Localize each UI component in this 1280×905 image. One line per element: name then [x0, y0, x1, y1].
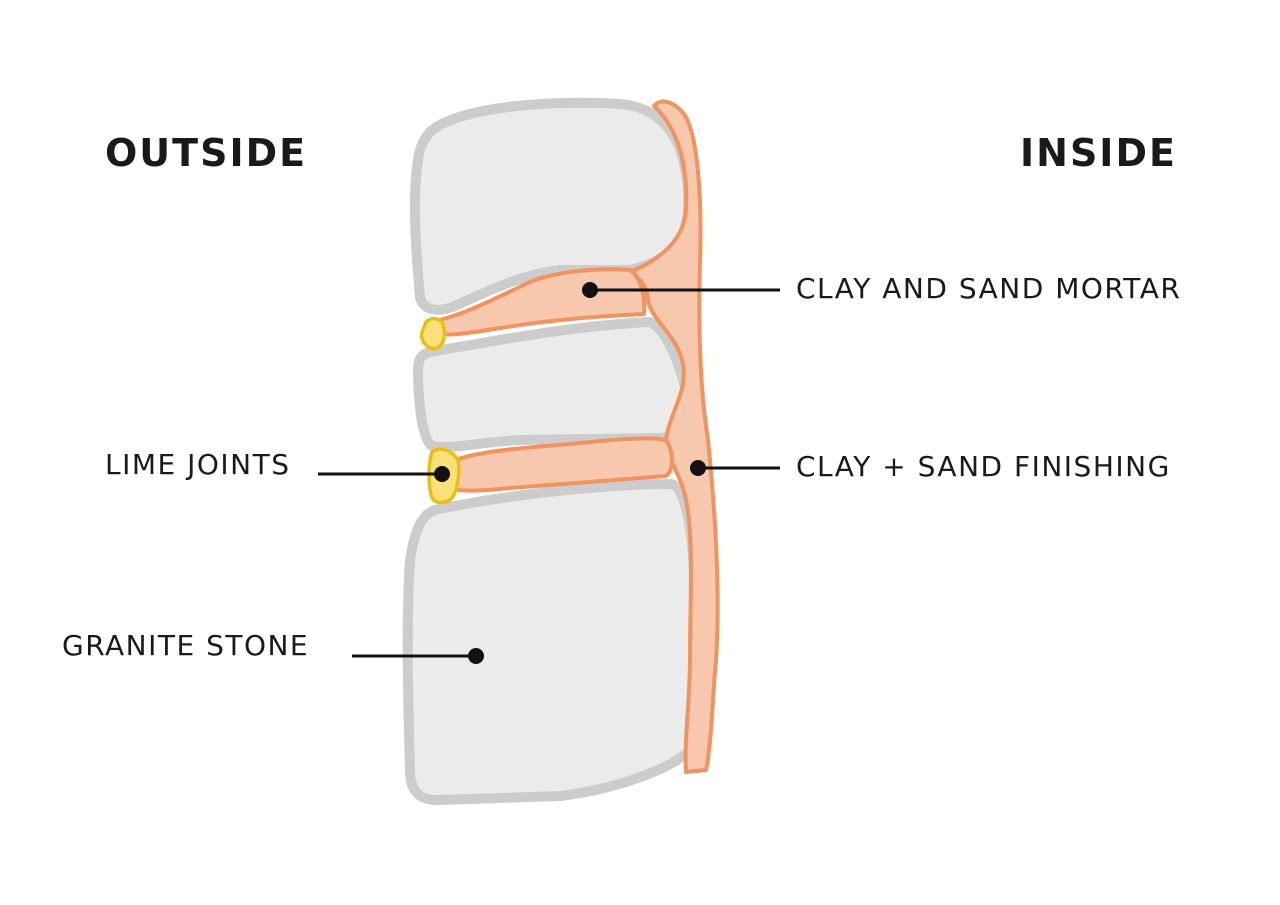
outside-label: OUTSIDE: [105, 131, 307, 175]
clay-sand-finishing-marker: [690, 460, 706, 476]
clay-sand-mortar-label: CLAY AND SAND MORTAR: [796, 272, 1181, 305]
granite-stone-bottom: [402, 479, 700, 806]
granite-stone-label: GRANITE STONE: [62, 629, 309, 662]
lime-joints-label: LIME JOINTS: [105, 448, 290, 481]
granite-stone-top: [409, 97, 694, 315]
clay-sand-mortar-marker: [582, 282, 598, 298]
mortar-joint-lower: [450, 436, 674, 493]
granite-stone-marker: [468, 648, 484, 664]
granite-stone-middle: [413, 317, 694, 453]
clay-sand-finishing-label: CLAY + SAND FINISHING: [796, 450, 1171, 483]
lime-joints-marker: [434, 466, 450, 482]
lime-joint-upper: [419, 316, 447, 351]
inside-label: INSIDE: [1020, 131, 1177, 175]
